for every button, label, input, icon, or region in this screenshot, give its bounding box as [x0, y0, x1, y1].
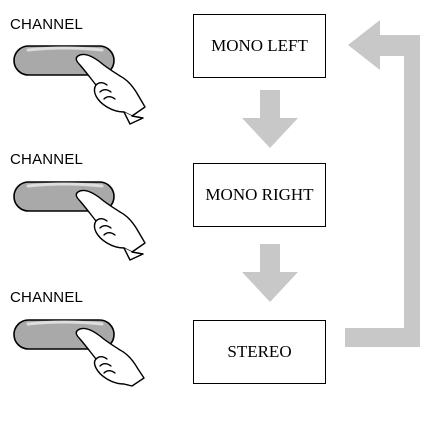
- loop-back-arrow-icon: [345, 20, 420, 347]
- channel-button-3[interactable]: [8, 306, 158, 416]
- pointing-hand-icon: [75, 327, 145, 387]
- channel-label-3: CHANNEL: [10, 289, 84, 306]
- channel-button-2[interactable]: [8, 168, 158, 278]
- mode-box-stereo: STEREO: [193, 320, 326, 384]
- down-arrow-icon: [242, 90, 298, 148]
- mode-box-mono-left: MONO LEFT: [193, 14, 326, 78]
- pointing-hand-icon: [75, 189, 146, 261]
- down-arrow-icon: [242, 244, 298, 302]
- channel-mode-diagram: CHANNEL CHANNEL: [8, 14, 420, 387]
- channel-label-2: CHANNEL: [10, 151, 84, 168]
- channel-button-1[interactable]: [8, 32, 158, 142]
- channel-label-1: CHANNEL: [10, 16, 84, 33]
- mode-box-mono-right: MONO RIGHT: [193, 163, 326, 227]
- pointing-hand-icon: [75, 53, 146, 125]
